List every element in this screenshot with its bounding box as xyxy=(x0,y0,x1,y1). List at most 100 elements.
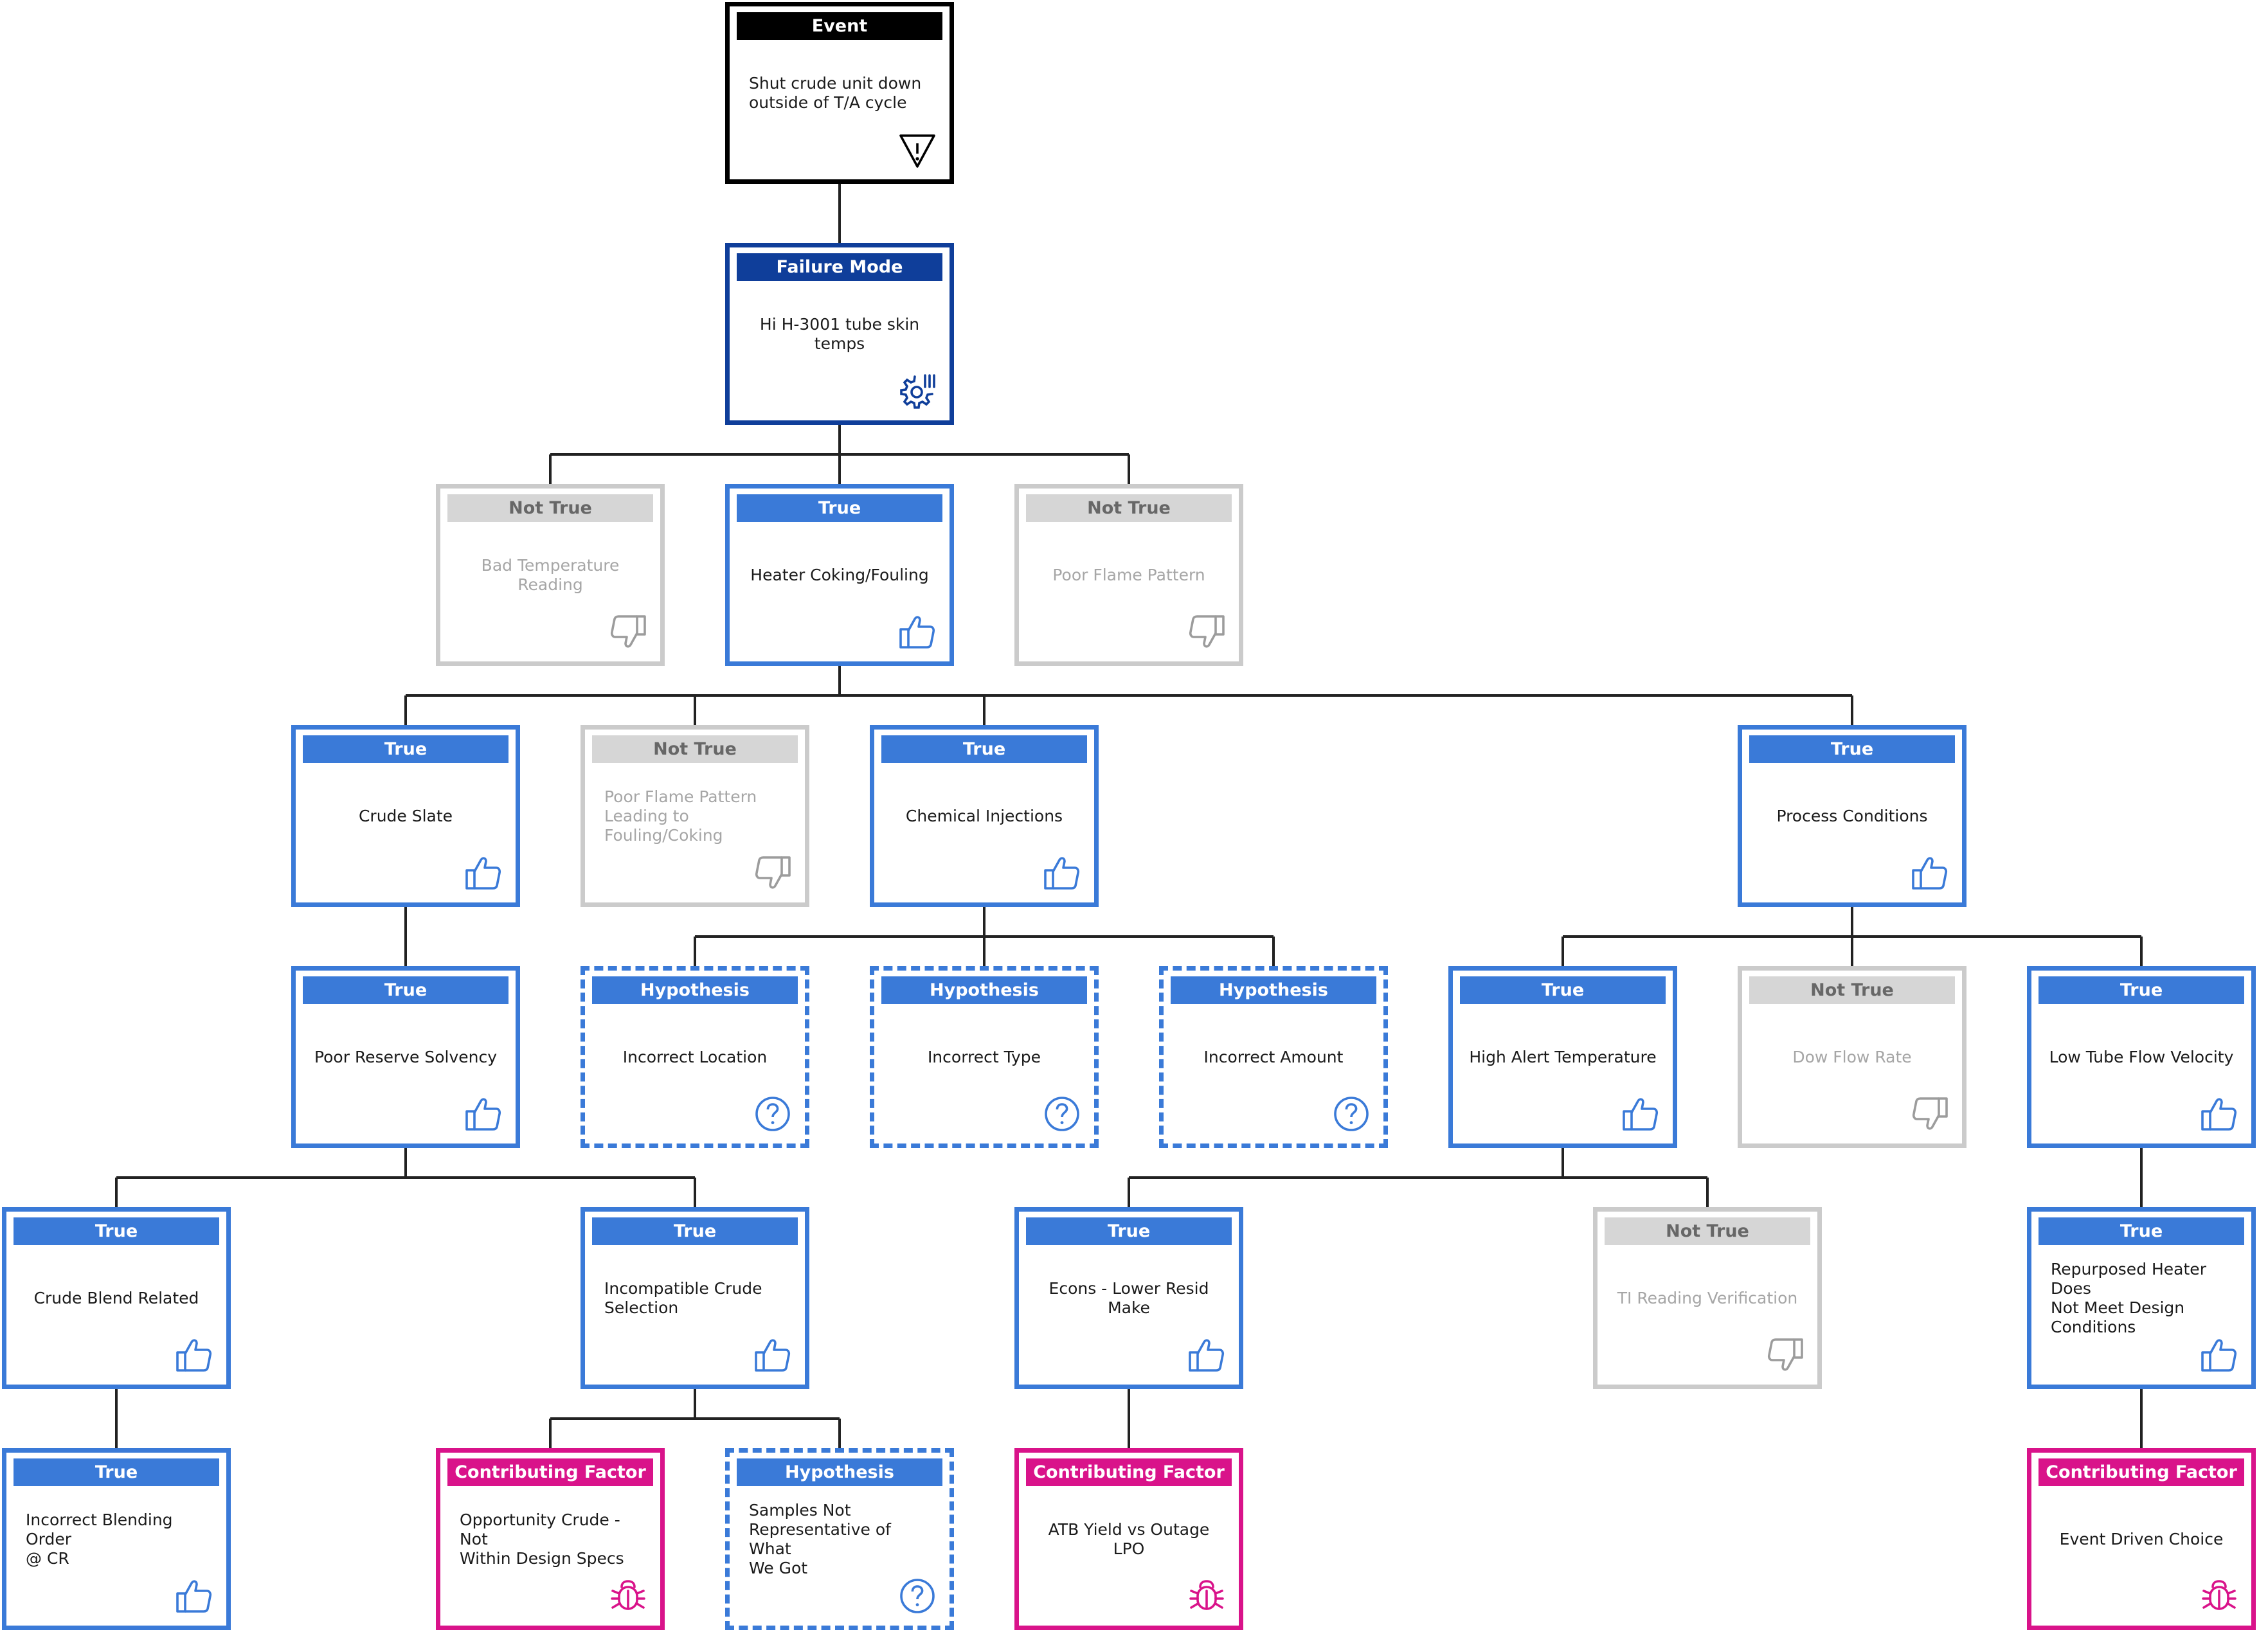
thumbs-up-icon xyxy=(752,1334,793,1376)
thumbs-up-icon xyxy=(1620,1093,1661,1134)
node-status-header: Hypothesis xyxy=(737,1458,942,1486)
node-label: Incorrect Blending Order @ CR xyxy=(26,1510,173,1568)
node-status-header: True xyxy=(14,1458,219,1486)
thumbs-up-icon xyxy=(897,611,938,652)
node-label: Samples Not Representative of What We Go… xyxy=(749,1500,891,1577)
bug-icon xyxy=(608,1575,649,1617)
node-status-header: Not True xyxy=(1749,976,1955,1004)
node-label: Incorrect Location xyxy=(622,1047,768,1066)
node-label: Dow Flow Rate xyxy=(1792,1047,1912,1066)
node-status-header: True xyxy=(303,735,509,763)
node-status-header: Not True xyxy=(447,494,653,522)
node-status-header: Contributing Factor xyxy=(1026,1458,1232,1486)
node-label: TI Reading Verification xyxy=(1617,1288,1798,1307)
thumbs-up-icon xyxy=(463,1093,504,1134)
thumbs-up-icon xyxy=(174,1575,215,1617)
node-status-header: True xyxy=(2039,1217,2244,1245)
node-label: Incorrect Type xyxy=(927,1047,1041,1066)
bug-icon xyxy=(1186,1575,1227,1617)
node-label: Poor Flame Pattern xyxy=(1052,565,1205,584)
node-status-header: True xyxy=(303,976,509,1004)
node-label: Event Driven Choice xyxy=(2059,1529,2224,1548)
node-n20[interactable]: Not True TI Reading Verification xyxy=(1593,1207,1822,1389)
node-label: Crude Slate xyxy=(358,806,453,825)
node-label: Poor Reserve Solvency xyxy=(314,1047,498,1066)
thumbs-up-icon xyxy=(2199,1093,2240,1134)
gear-monitor-icon xyxy=(897,370,938,411)
node-label: Incorrect Amount xyxy=(1203,1047,1344,1066)
node-label: ATB Yield vs Outage LPO xyxy=(1048,1520,1210,1558)
node-label: High Alert Temperature xyxy=(1469,1047,1657,1066)
node-label: Chemical Injections xyxy=(905,806,1063,825)
node-status-header: True xyxy=(1749,735,1955,763)
node-status-header: Not True xyxy=(1605,1217,1810,1245)
node-label: Low Tube Flow Velocity xyxy=(2049,1047,2234,1066)
thumbs-up-icon xyxy=(1909,852,1950,893)
node-status-header: Failure Mode xyxy=(737,253,942,281)
node-status-header: True xyxy=(881,735,1087,763)
question-icon xyxy=(1041,1093,1083,1134)
node-label: Process Conditions xyxy=(1776,806,1928,825)
thumbs-down-icon xyxy=(1186,611,1227,652)
node-status-header: True xyxy=(14,1217,219,1245)
node-status-header: Not True xyxy=(592,735,798,763)
thumbs-up-icon xyxy=(1186,1334,1227,1376)
node-status-header: True xyxy=(1026,1217,1232,1245)
question-icon xyxy=(897,1575,938,1617)
node-status-header: Hypothesis xyxy=(881,976,1087,1004)
question-icon xyxy=(752,1093,793,1134)
warning-icon xyxy=(897,129,938,170)
node-label: Repurposed Heater Does Not Meet Design C… xyxy=(2051,1259,2206,1336)
node-status-header: True xyxy=(592,1217,798,1245)
bug-icon xyxy=(2199,1575,2240,1617)
thumbs-up-icon xyxy=(2199,1334,2240,1376)
thumbs-up-icon xyxy=(1041,852,1083,893)
node-label: Shut crude unit down outside of T/A cycl… xyxy=(749,73,922,112)
thumbs-down-icon xyxy=(752,852,793,893)
thumbs-up-icon xyxy=(463,852,504,893)
node-status-header: Hypothesis xyxy=(592,976,798,1004)
thumbs-up-icon xyxy=(174,1334,215,1376)
node-label: Poor Flame Pattern Leading to Fouling/Co… xyxy=(604,787,757,845)
node-label: Incompatible Crude Selection xyxy=(604,1278,762,1317)
node-status-header: Hypothesis xyxy=(1171,976,1376,1004)
node-label: Bad Temperature Reading xyxy=(481,555,620,594)
node-label: Opportunity Crude - Not Within Design Sp… xyxy=(460,1510,624,1568)
question-icon xyxy=(1331,1093,1372,1134)
node-label: Crude Blend Related xyxy=(33,1288,199,1307)
node-status-header: Contributing Factor xyxy=(2039,1458,2244,1486)
node-status-header: True xyxy=(737,494,942,522)
node-status-header: True xyxy=(1460,976,1666,1004)
node-label: Econs - Lower Resid Make xyxy=(1048,1278,1209,1317)
node-label: Heater Coking/Fouling xyxy=(750,565,929,584)
node-status-header: Contributing Factor xyxy=(447,1458,653,1486)
thumbs-down-icon xyxy=(608,611,649,652)
